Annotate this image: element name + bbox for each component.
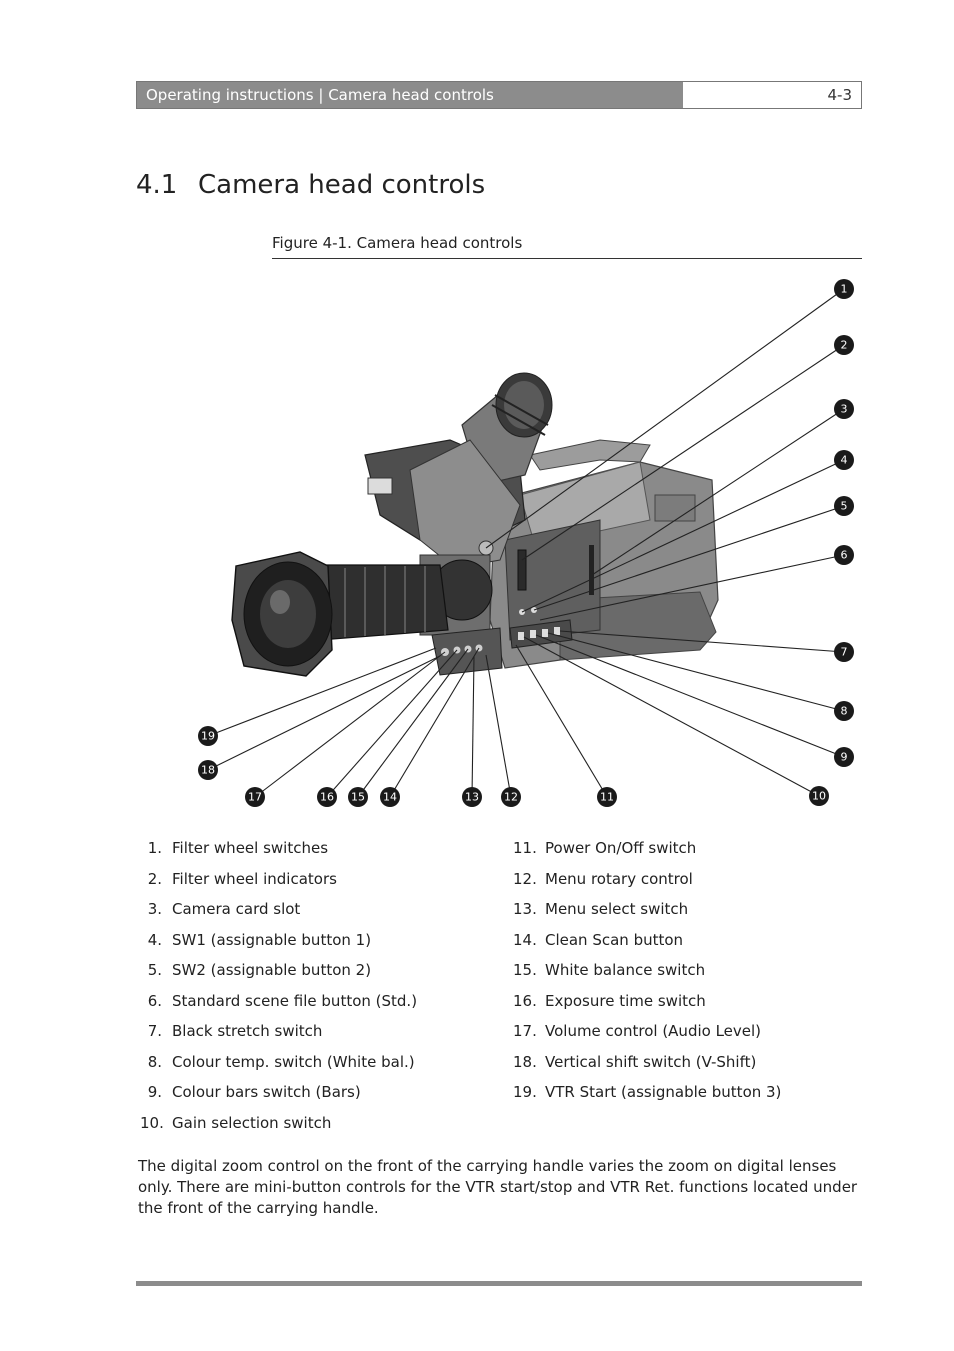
legend-item: 2.Filter wheel indicators [147, 870, 337, 888]
callout-18: 18 [198, 760, 218, 780]
legend-item: 19.VTR Start (assignable button 3) [513, 1083, 782, 1101]
callout-8: 8 [834, 701, 854, 721]
legend-item: 1.Filter wheel switches [147, 839, 329, 857]
callout-15: 15 [348, 787, 368, 807]
callout-17: 17 [245, 787, 265, 807]
svg-text:10: 10 [812, 790, 826, 803]
callout-7: 7 [834, 642, 854, 662]
callout-9: 9 [834, 747, 854, 767]
legend-item: 16.Exposure time switch [513, 992, 706, 1010]
callout-14: 14 [380, 787, 400, 807]
callout-16: 16 [317, 787, 337, 807]
legend-item: 3.Camera card slot [147, 900, 301, 918]
svg-text:13: 13 [465, 791, 479, 804]
svg-text:2: 2 [841, 339, 848, 352]
svg-text:9: 9 [841, 751, 848, 764]
legend-item: 14.Clean Scan button [513, 931, 684, 949]
svg-text:3: 3 [841, 403, 848, 416]
running-header: Operating instructions | Camera head con… [136, 81, 862, 109]
callout-12: 12 [501, 787, 521, 807]
page-number: 4-3 [827, 86, 853, 104]
callout-19: 19 [198, 726, 218, 746]
legend-item: 15.White balance switch [513, 961, 706, 979]
figure-caption: Figure 4-1. Camera head controls [272, 234, 862, 259]
svg-text:1: 1 [841, 283, 848, 296]
legend-item: 5.SW2 (assignable button 2) [147, 961, 372, 979]
section-number: 4.1 [136, 170, 178, 200]
callout-10: 10 [809, 786, 829, 806]
callout-3: 3 [834, 399, 854, 419]
legend-item: 12.Menu rotary control [513, 870, 693, 888]
legend-item: 7.Black stretch switch [147, 1022, 323, 1040]
callout-2: 2 [834, 335, 854, 355]
legend-item: 11.Power On/Off switch [513, 839, 697, 857]
svg-text:8: 8 [841, 705, 848, 718]
svg-text:6: 6 [841, 549, 848, 562]
footer-rule [136, 1281, 862, 1286]
leader-lines [207, 288, 845, 798]
legend-item: 9.Colour bars switch (Bars) [147, 1083, 361, 1101]
section-heading: 4.1 Camera head controls [136, 170, 485, 200]
svg-text:4: 4 [841, 454, 848, 467]
svg-text:11: 11 [600, 791, 614, 804]
svg-text:7: 7 [841, 646, 848, 659]
legend-item: 17.Volume control (Audio Level) [513, 1022, 762, 1040]
camera-figure: 1 2 3 4 5 6 7 8 9 10 11 12 13 14 15 16 1… [198, 279, 854, 807]
legend-item: 8.Colour temp. switch (White bal.) [147, 1053, 415, 1071]
svg-text:12: 12 [504, 791, 518, 804]
legend-item: 13.Menu select switch [513, 900, 689, 918]
callout-1: 1 [834, 279, 854, 299]
legend-item: 6.Standard scene file button (Std.) [147, 992, 418, 1010]
header-title: Operating instructions | Camera head con… [137, 82, 683, 108]
svg-text:5: 5 [841, 500, 848, 513]
svg-text:14: 14 [383, 791, 397, 804]
callout-6: 6 [834, 545, 854, 565]
svg-text:18: 18 [201, 764, 215, 777]
svg-text:15: 15 [351, 791, 365, 804]
svg-text:19: 19 [201, 730, 215, 743]
camera-illustration [231, 372, 719, 677]
callout-11: 11 [597, 787, 617, 807]
callout-13: 13 [462, 787, 482, 807]
legend-item: 4.SW1 (assignable button 1) [147, 931, 372, 949]
callout-5: 5 [834, 496, 854, 516]
svg-text:17: 17 [248, 791, 262, 804]
legend-item: 10.Gain selection switch [140, 1114, 332, 1132]
svg-text:16: 16 [320, 791, 334, 804]
legend-item: 18.Vertical shift switch (V-Shift) [513, 1053, 757, 1071]
callout-4: 4 [834, 450, 854, 470]
section-title-text: Camera head controls [198, 170, 486, 200]
body-paragraph: The digital zoom control on the front of… [138, 1157, 858, 1217]
